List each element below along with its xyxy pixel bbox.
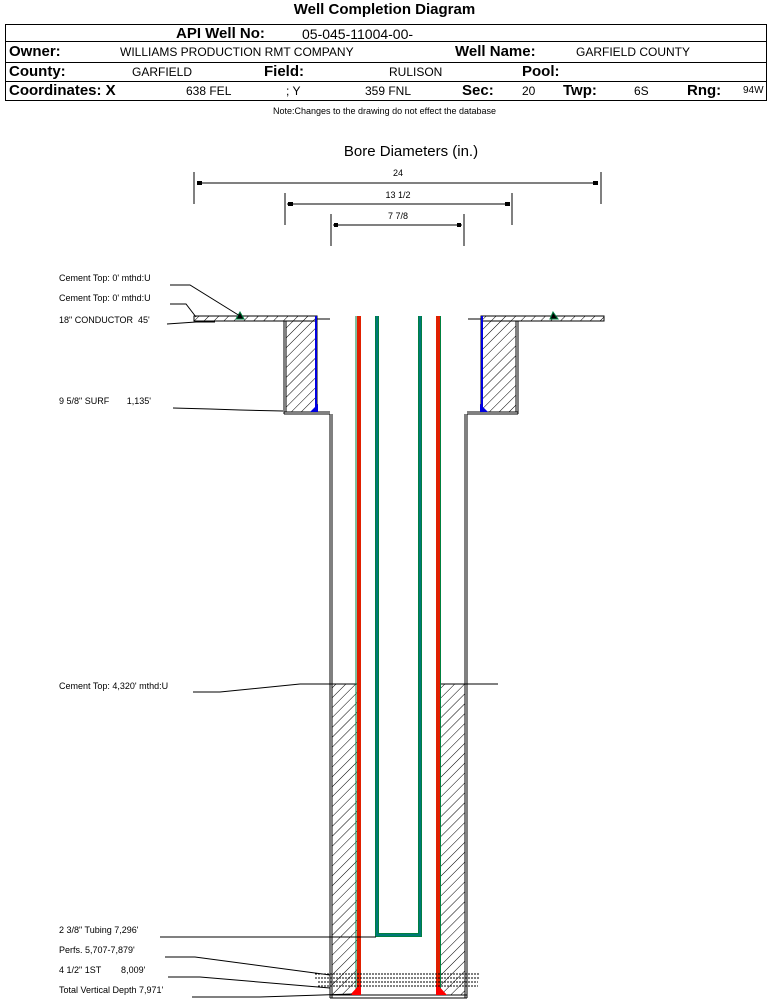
field-label: Field: — [264, 63, 304, 80]
production-cement-right — [440, 684, 465, 995]
leader-lines — [160, 284, 376, 998]
page-title: Well Completion Diagram — [293, 1, 476, 18]
county-label: County: — [9, 63, 66, 80]
api-value: 05-045-11004-00- — [302, 26, 414, 42]
conductor-casing — [193, 315, 605, 322]
bore-label-24: 24 — [393, 168, 403, 178]
bore-dimension-13-1-2: 13 1/2 — [284, 190, 513, 225]
label-conductor: 18" CONDUCTOR 45' — [59, 315, 150, 325]
bore-dimension-24: 24 — [193, 168, 602, 204]
coord-x-value: 638 FEL — [186, 84, 232, 98]
owner-row: Owner: WILLIAMS PRODUCTION RMT COMPANY W… — [6, 41, 766, 62]
owner-value: WILLIAMS PRODUCTION RMT COMPANY — [120, 45, 354, 59]
tubing — [375, 316, 422, 937]
cement-top-marker-right — [549, 310, 559, 320]
surface-shoe-right — [480, 404, 488, 412]
sec-value: 20 — [522, 84, 536, 98]
production-bore — [300, 414, 498, 999]
coordinates-label: Coordinates: X — [9, 82, 116, 99]
twp-label: Twp: — [563, 82, 597, 99]
label-cement-top-2: Cement Top: 0' mthd:U — [59, 293, 151, 303]
surface-bore — [283, 320, 519, 415]
rng-value: 94W — [743, 85, 764, 96]
surface-casing — [310, 316, 488, 412]
twp-value: 6S — [634, 84, 649, 98]
field-value: RULISON — [389, 65, 443, 79]
label-cement-top-3: Cement Top: 4,320' mthd:U — [59, 681, 168, 691]
api-label: API Well No: — [176, 25, 265, 42]
perforations — [315, 973, 480, 987]
production-cement-left — [332, 684, 357, 995]
well-name-label: Well Name: — [455, 43, 536, 60]
coordinates-row: Coordinates: X 638 FEL ; Y 359 FNL Sec: … — [6, 81, 766, 101]
coord-y-value: 359 FNL — [365, 84, 412, 98]
label-perfs: Perfs. 5,707-7,879' — [59, 945, 135, 955]
well-name-value: GARFIELD COUNTY — [576, 45, 691, 59]
bore-dimension-7-7-8: 7 7/8 — [330, 211, 465, 246]
production-casing — [350, 316, 447, 995]
county-row: County: GARFIELD Field: RULISON Pool: — [6, 62, 766, 82]
county-value: GARFIELD — [132, 65, 193, 79]
label-tubing: 2 3/8" Tubing 7,296' — [59, 925, 139, 935]
label-surface-casing: 9 5/8" SURF 1,135' — [59, 396, 151, 406]
database-note: Note:Changes to the drawing do not effec… — [273, 106, 496, 116]
pool-label: Pool: — [522, 63, 560, 80]
label-cement-top-1: Cement Top: 0' mthd:U — [59, 273, 151, 283]
bore-label-7-7-8: 7 7/8 — [388, 211, 408, 221]
label-production-casing: 4 1/2" 1ST 8,009' — [59, 965, 146, 975]
sec-label: Sec: — [462, 82, 494, 99]
bore-title: Bore Diameters (in.) — [344, 143, 478, 160]
well-header-table: API Well No: 05-045-11004-00- Owner: WIL… — [5, 24, 767, 101]
rng-label: Rng: — [687, 82, 722, 99]
bore-label-13-1-2: 13 1/2 — [385, 190, 410, 200]
owner-label: Owner: — [9, 43, 61, 60]
coord-y-label: ; Y — [286, 84, 301, 98]
label-total-vertical-depth: Total Vertical Depth 7,971' — [59, 985, 164, 995]
surface-shoe-left — [310, 404, 318, 412]
